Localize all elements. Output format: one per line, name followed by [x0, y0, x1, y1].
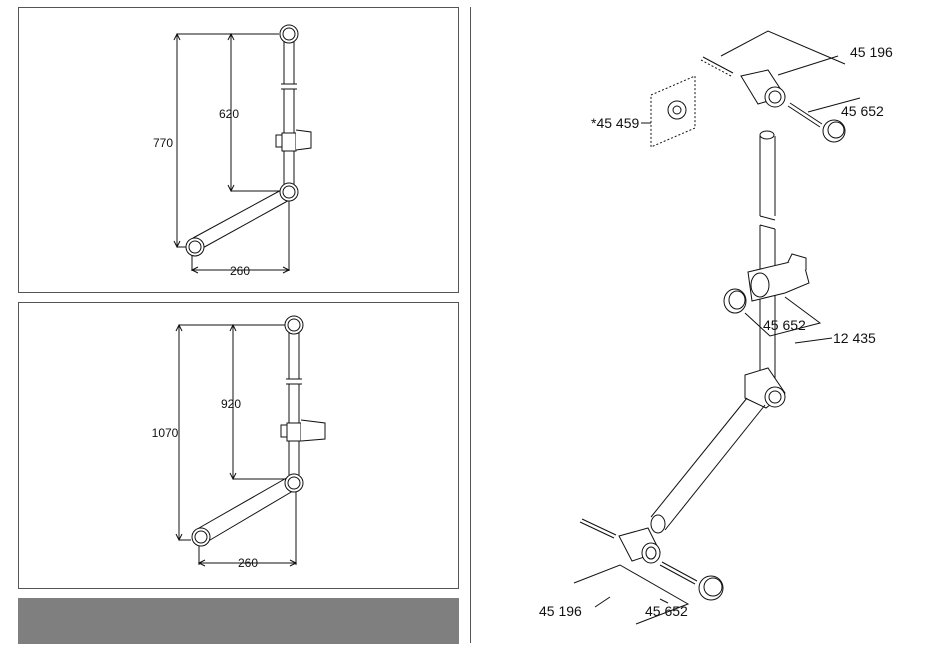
label-top-cap: 45 652: [841, 103, 884, 119]
label-slider-cap: 45 652: [763, 317, 806, 333]
bottom-cap: [699, 576, 723, 600]
label-slider: 12 435: [833, 330, 876, 346]
label-bottom-cap: 45 652: [645, 603, 688, 619]
label-top-bracket: 45 196: [850, 44, 893, 60]
label-wall-plate: *45 459: [591, 115, 639, 131]
label-bottom-bracket: 45 196: [539, 603, 582, 619]
slider-cap: [724, 289, 746, 313]
top-cap: [823, 120, 845, 142]
